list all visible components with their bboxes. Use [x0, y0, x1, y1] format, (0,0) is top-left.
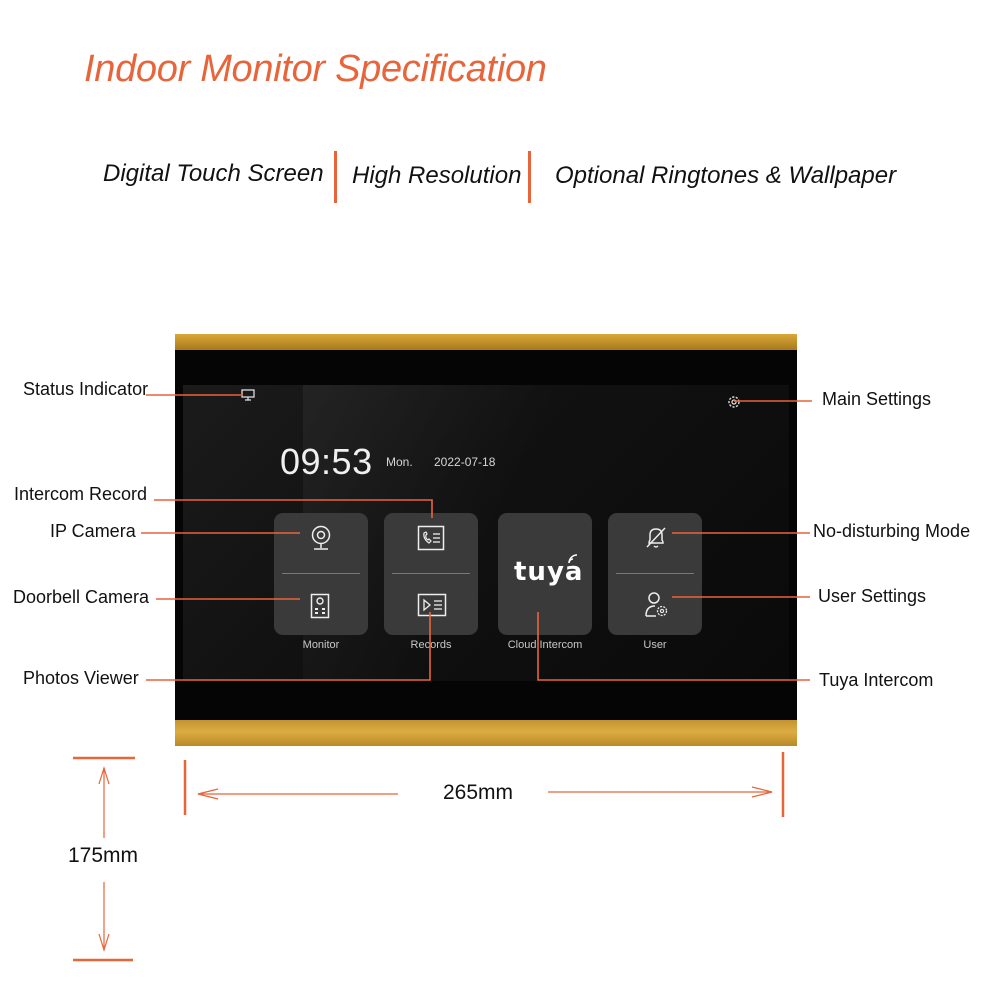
feature-separator — [334, 151, 337, 203]
feature-high-resolution: High Resolution — [352, 162, 522, 189]
status-indicator-icon — [241, 389, 255, 401]
touch-screen: 09:53 Mon. 2022-07-18 Monit — [183, 385, 789, 681]
callout-ip-camera: IP Camera — [50, 521, 136, 541]
intercom-record-icon[interactable] — [417, 525, 445, 551]
tile-divider — [392, 573, 470, 574]
tile-divider — [616, 573, 694, 574]
page-title: Indoor Monitor Specification — [84, 48, 547, 90]
leader-photos-viewer — [146, 612, 431, 681]
tuya-logo: tuya — [514, 557, 584, 587]
callout-no-disturbing: No-disturbing Mode — [813, 521, 971, 541]
photos-viewer-icon[interactable] — [417, 593, 447, 617]
callout-status-indicator: Status Indicator — [23, 379, 149, 399]
tile-label-cloud-intercom: Cloud Intercom — [507, 639, 583, 651]
indoor-monitor-device: 09:53 Mon. 2022-07-18 Monit — [175, 334, 797, 746]
dimension-width: 265mm — [443, 781, 514, 804]
callout-intercom-record: Intercom Record — [14, 484, 148, 504]
leader-tuya-intercom — [537, 612, 810, 681]
tile-records[interactable] — [384, 513, 478, 635]
no-disturbing-icon[interactable] — [644, 525, 668, 551]
callout-tuya-intercom: Tuya Intercom — [819, 670, 934, 690]
feature-separator — [528, 151, 531, 203]
tile-label-monitor: Monitor — [302, 639, 340, 651]
tile-divider — [282, 573, 360, 574]
callout-main-settings: Main Settings — [822, 389, 932, 409]
feature-touch-screen: Digital Touch Screen — [103, 160, 324, 187]
ip-camera-icon[interactable] — [310, 525, 332, 551]
callout-photos-viewer: Photos Viewer — [23, 668, 139, 688]
leader-intercom-record — [154, 499, 433, 518]
clock-time: 09:53 — [280, 441, 373, 482]
dimension-height: 175mm — [68, 844, 139, 867]
screen-bezel: 09:53 Mon. 2022-07-18 Monit — [175, 350, 797, 720]
tile-monitor[interactable] — [274, 513, 368, 635]
frame-bottom-bar — [175, 720, 797, 746]
wifi-signal-icon — [568, 554, 578, 564]
tile-label-user: User — [643, 639, 667, 651]
clock-weekday: Mon. — [386, 455, 413, 469]
frame-top-bar — [175, 334, 797, 350]
user-settings-icon[interactable] — [644, 591, 670, 619]
tile-cloud-intercom[interactable]: tuya — [498, 513, 592, 635]
feature-ringtones-wallpaper: Optional Ringtones & Wallpaper — [555, 162, 897, 189]
tile-label-records: Records — [410, 639, 452, 651]
clock-date: 2022-07-18 — [434, 455, 496, 469]
callout-doorbell-camera: Doorbell Camera — [13, 587, 150, 607]
doorbell-camera-icon[interactable] — [310, 593, 330, 619]
callout-user-settings: User Settings — [818, 586, 927, 606]
settings-gear-icon[interactable] — [726, 394, 742, 410]
